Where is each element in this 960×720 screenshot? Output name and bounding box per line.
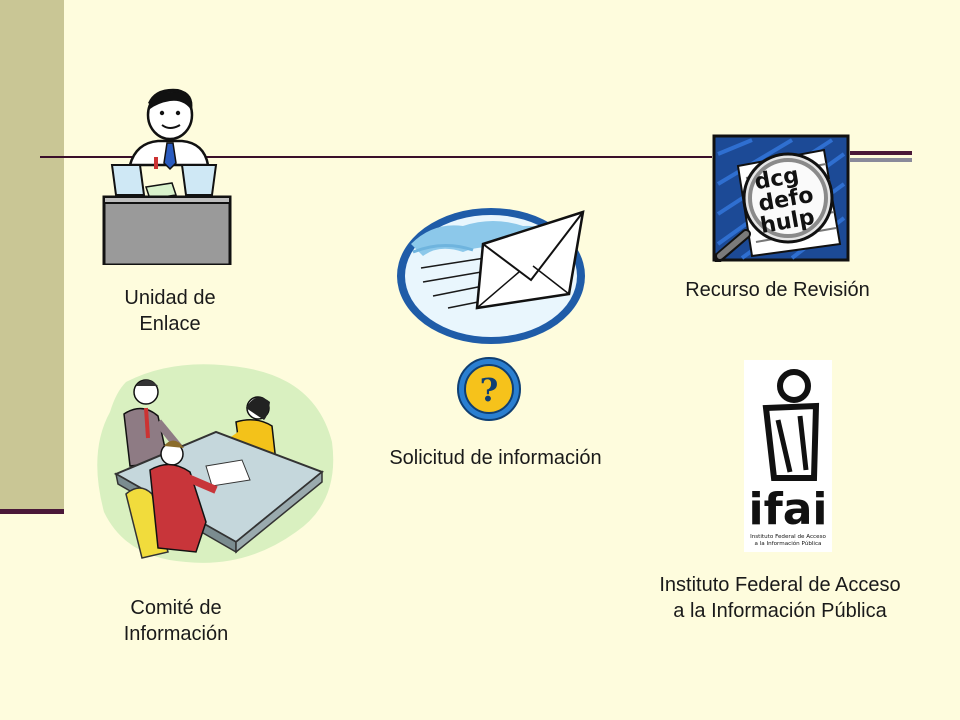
question-mark-icon: ? — [456, 356, 522, 422]
svg-text:ifai: ifai — [749, 484, 828, 535]
meeting-table-icon — [96, 362, 338, 568]
unidad-de-enlace-label: Unidad de Enlace — [124, 287, 216, 335]
right-accent-rule-dark — [850, 151, 912, 155]
top-divider-line — [40, 156, 712, 158]
right-accent-rule-grey — [850, 158, 912, 162]
comite-de-informacion-label: Comité de Información — [123, 597, 229, 645]
svg-text:Instituto Federal de Acceso: Instituto Federal de Acceso — [750, 534, 826, 540]
ifai-logo-icon: ifai Instituto Federal de Acceso a la In… — [744, 360, 832, 552]
solicitud-de-informacion-label: Solicitud de información — [389, 447, 602, 469]
svg-text:a la Información Pública: a la Información Pública — [755, 540, 822, 547]
ifai-full-name-label: Instituto Federal de Acceso a la Informa… — [659, 574, 901, 622]
svg-text:?: ? — [480, 371, 499, 409]
left-sidebar-band — [0, 0, 64, 512]
sidebar-accent-rule — [0, 509, 64, 514]
recurso-de-revision-label: Recurso de Revisión — [685, 279, 870, 301]
envelope-mail-icon — [393, 204, 593, 349]
clerk-at-desk-icon — [100, 85, 235, 265]
magnifying-glass-document-icon: dcg defo hulp — [712, 134, 852, 262]
